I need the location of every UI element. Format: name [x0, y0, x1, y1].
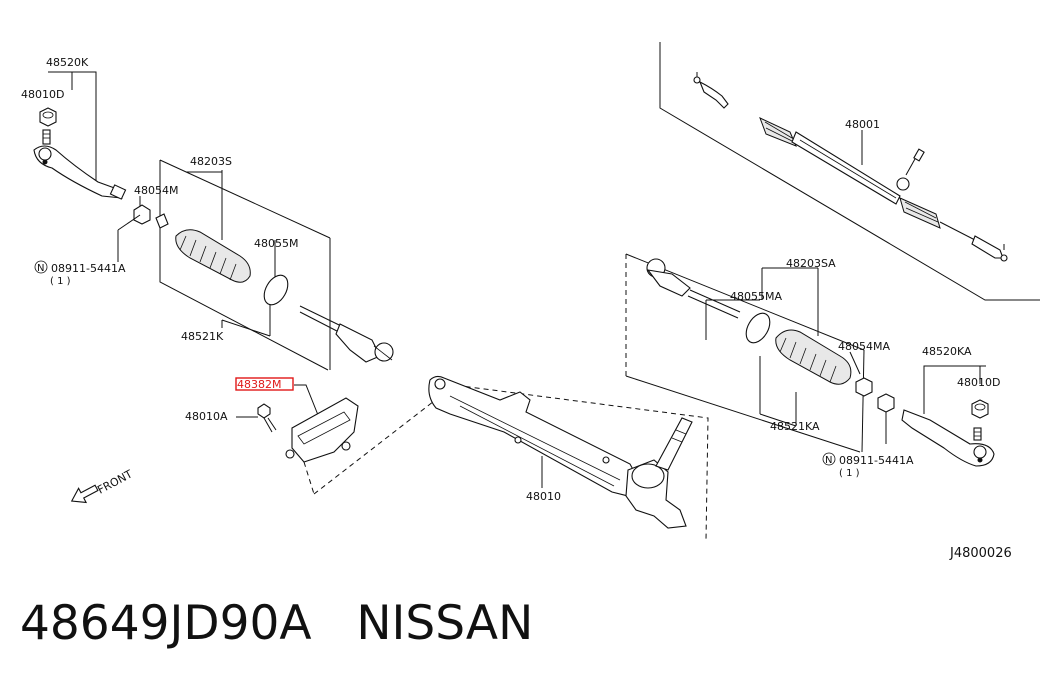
label-48521K: 48521K — [181, 330, 224, 343]
steering-gear-48010 — [428, 254, 709, 541]
tie-rod-end-left — [33, 71, 127, 200]
label-48203S: 48203S — [190, 155, 232, 168]
front-arrow-icon — [70, 484, 99, 504]
label-qty-right: ( 1 ) — [839, 468, 860, 479]
caption-brand: NISSAN — [356, 596, 534, 651]
label-48055M: 48055M — [254, 237, 298, 250]
label-48010: 48010 — [526, 490, 561, 503]
diagram-code: J4800026 — [949, 546, 1012, 561]
label-qty-left: ( 1 ) — [50, 276, 71, 287]
boot-kit-48203S — [133, 159, 394, 371]
label-08911-5441A-right: 08911-5441A — [839, 454, 914, 467]
caption-part-number: 48649JD90A — [20, 596, 312, 651]
label-48521KA: 48521KA — [770, 420, 820, 433]
n-circle-icon-right — [822, 452, 836, 466]
bracket-48382M — [236, 384, 359, 463]
label-48010A: 48010A — [185, 410, 228, 423]
label-48203SA: 48203SA — [786, 257, 836, 270]
label-front: FRONT — [95, 467, 135, 496]
label-48001: 48001 — [845, 118, 880, 131]
n-circle-label-left: N — [37, 263, 44, 274]
label-08911-5441A-left: 08911-5441A — [51, 262, 126, 275]
label-48055MA: 48055MA — [730, 290, 782, 303]
label-48054M: 48054M — [134, 184, 178, 197]
n-circle-label-right: N — [825, 455, 832, 466]
part-caption: 48649JD90A NISSAN — [20, 596, 533, 651]
boot-kit-48203SA — [625, 253, 873, 453]
label-48382M-highlighted: 48382M — [237, 378, 281, 391]
tie-rod-end-right — [877, 365, 995, 467]
steering-rack-assembly-48001 — [659, 42, 1040, 301]
highlight-box-48382M — [235, 377, 294, 391]
label-48010D-left: 48010D — [21, 88, 64, 101]
n-circle-icon-left — [34, 260, 48, 274]
label-48520KA: 48520KA — [922, 345, 972, 358]
label-48054MA: 48054MA — [838, 340, 890, 353]
label-48010D-right: 48010D — [957, 376, 1000, 389]
label-48520K: 48520K — [46, 56, 89, 69]
